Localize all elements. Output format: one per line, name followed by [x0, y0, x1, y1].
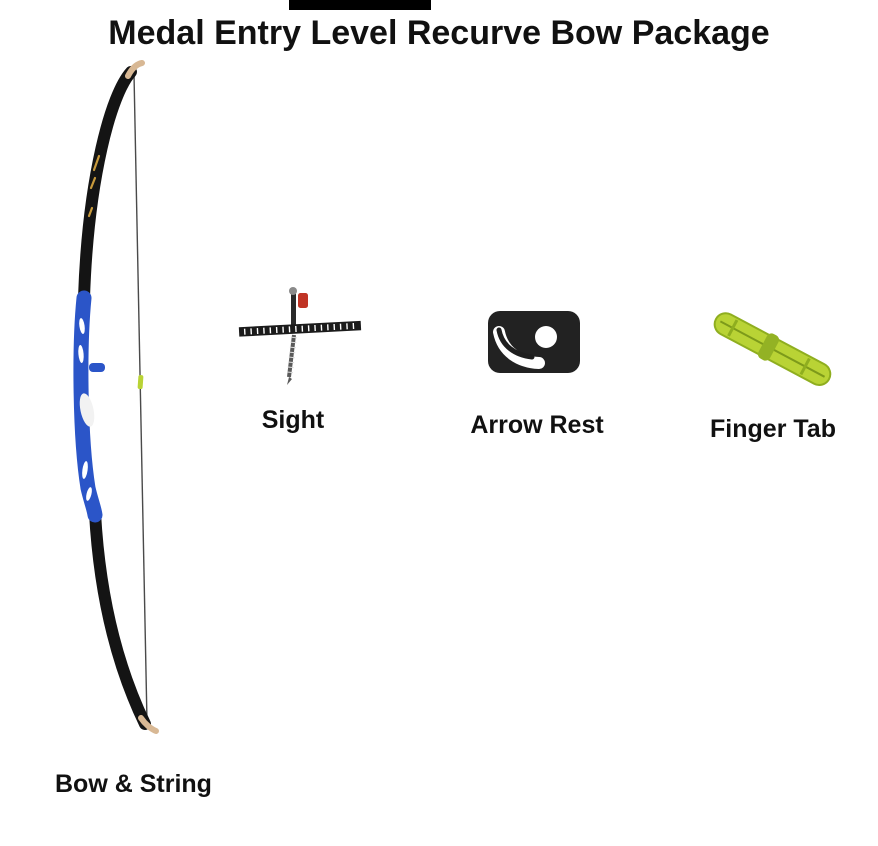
- arrow-rest-graphic: [488, 311, 580, 373]
- bow-upper-limb: [78, 66, 137, 304]
- sight-post: [291, 291, 296, 329]
- sight-screw: [287, 334, 297, 385]
- bow-image: [25, 58, 255, 758]
- finger-tab-strap: [713, 312, 832, 386]
- bow-arrow-shelf: [89, 363, 105, 372]
- bow-top-tip: [125, 60, 145, 79]
- arrow-rest-hook: [496, 327, 535, 360]
- bow-string: [133, 73, 148, 723]
- bow-nock-point: [137, 375, 144, 390]
- sight-label: Sight: [261, 406, 325, 434]
- sight-red-knob: [298, 293, 308, 308]
- sight-extension-bar: [238, 320, 362, 337]
- arrow-rest-image: [487, 310, 583, 376]
- page-title: Medal Entry Level Recurve Bow Package: [108, 14, 770, 52]
- arrow-rest-label: Arrow Rest: [470, 411, 604, 439]
- sight-graphic: [238, 287, 362, 385]
- bow-riser-cutouts: [78, 318, 92, 501]
- sight-post-knob: [289, 287, 297, 295]
- finger-tab-image: [703, 303, 841, 398]
- sight-image: [235, 283, 365, 395]
- bow-bottom-tip: [138, 715, 159, 734]
- bow-lower-limb: [89, 507, 151, 730]
- bow-brand-marks: [87, 154, 101, 218]
- finger-tab-graphic: [713, 312, 832, 386]
- bow-string-label: Bow & String: [55, 770, 212, 798]
- finger-tab-label: Finger Tab: [710, 415, 836, 443]
- bow-grip: [79, 393, 95, 427]
- top-crop-bar: [289, 0, 431, 10]
- recurve-bow-graphic: [73, 60, 159, 734]
- arrow-rest-hole: [535, 326, 557, 348]
